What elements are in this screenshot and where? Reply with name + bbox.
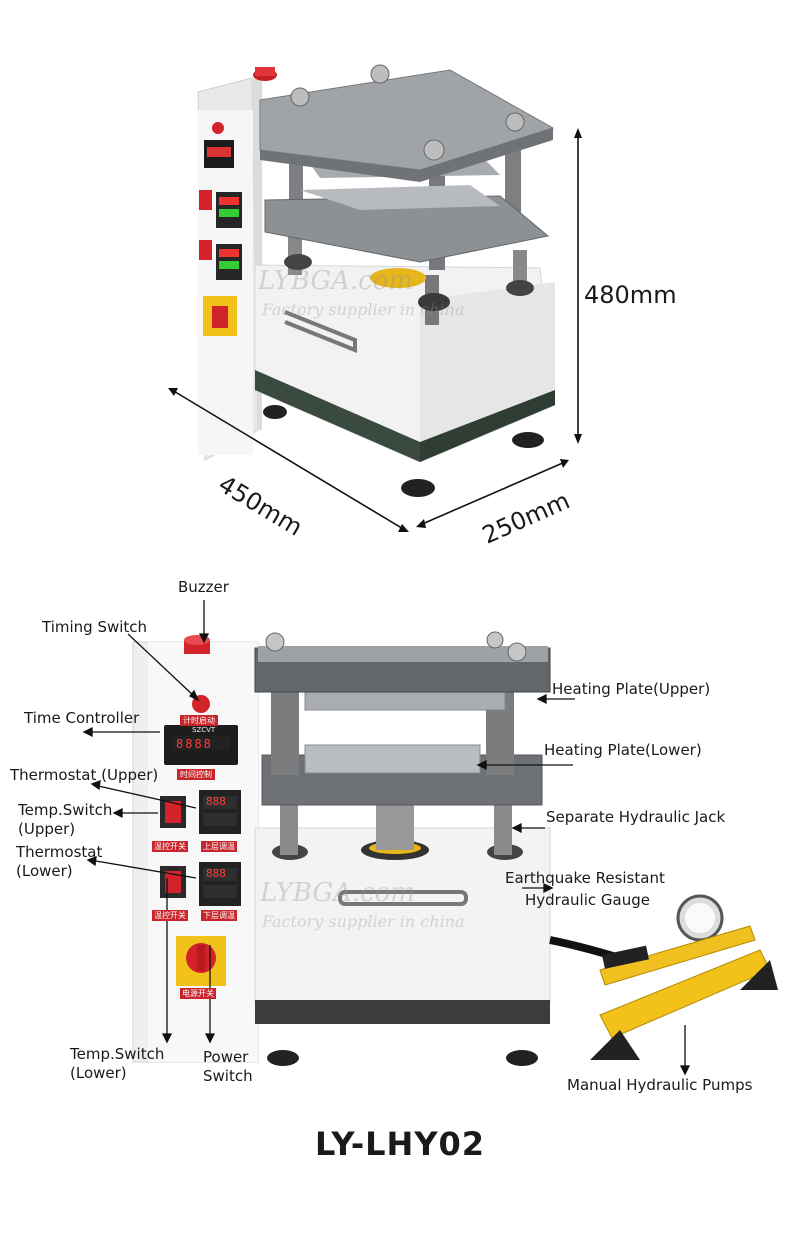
label-thermostat-upper: Thermostat (Upper) (10, 766, 159, 784)
label-time-controller: Time Controller (24, 709, 140, 727)
label-heating-plate-lower: Heating Plate(Lower) (544, 741, 702, 759)
label-temp-switch-upper-2: (Upper) (18, 820, 76, 838)
temp-ctrl-plate-upper: 温控开关 (152, 841, 188, 852)
top-product-photo: LYBGA.com Factory supplier in china 480m… (0, 0, 800, 550)
watermark-tagline-2: Factory supplier in china (262, 912, 465, 931)
power-plate: 电源开关 (180, 988, 216, 999)
label-separate-jack: Separate Hydraulic Jack (546, 808, 726, 826)
label-heating-plate-upper: Heating Plate(Upper) (552, 680, 711, 698)
label-thermostat-lower-1: Thermostat (16, 843, 103, 861)
top-machine-illustration (168, 64, 582, 532)
timer-brand-text: SZCVT (192, 726, 216, 734)
model-name: LY-LHY02 (314, 1125, 486, 1163)
label-temp-switch-upper-1: Temp.Switch (18, 801, 113, 819)
label-temp-switch-lower-1: Temp.Switch (70, 1045, 165, 1063)
timing-start-plate: 计时启动 (180, 715, 218, 726)
label-thermostat-lower-2: (Lower) (16, 862, 73, 880)
label-gauge-2: Hydraulic Gauge (525, 891, 650, 909)
height-dimension: 480mm (584, 281, 677, 309)
upper-adjust-plate: 上层调温 (201, 841, 237, 852)
bottom-machine-illustration (82, 600, 778, 1076)
label-gauge-1: Earthquake Resistant (505, 869, 665, 887)
temp-ctrl-plate-lower: 温控开关 (152, 910, 188, 921)
timer-digits: 8888 (176, 737, 213, 751)
label-temp-switch-lower-2: (Lower) (70, 1064, 127, 1082)
watermark-brand: LYBGA.com (258, 266, 414, 296)
label-power-switch-2: Switch (203, 1067, 253, 1085)
watermark-tagline: Factory supplier in china (262, 300, 465, 319)
thermo-upper-digits: 888 (206, 795, 226, 808)
label-pumps: Manual Hydraulic Pumps (567, 1076, 753, 1094)
label-buzzer: Buzzer (178, 578, 229, 596)
label-timing-switch: Timing Switch (42, 618, 148, 636)
label-power-switch-1: Power (203, 1048, 249, 1066)
thermo-lower-digits: 888 (206, 867, 226, 880)
time-control-plate: 时间控制 (177, 769, 215, 780)
lower-adjust-plate: 下层调温 (201, 910, 237, 921)
watermark-brand-2: LYBGA.com (260, 878, 416, 908)
bottom-labeled-photo: LYBGA.com Factory supplier in china SZCV… (0, 560, 800, 1120)
